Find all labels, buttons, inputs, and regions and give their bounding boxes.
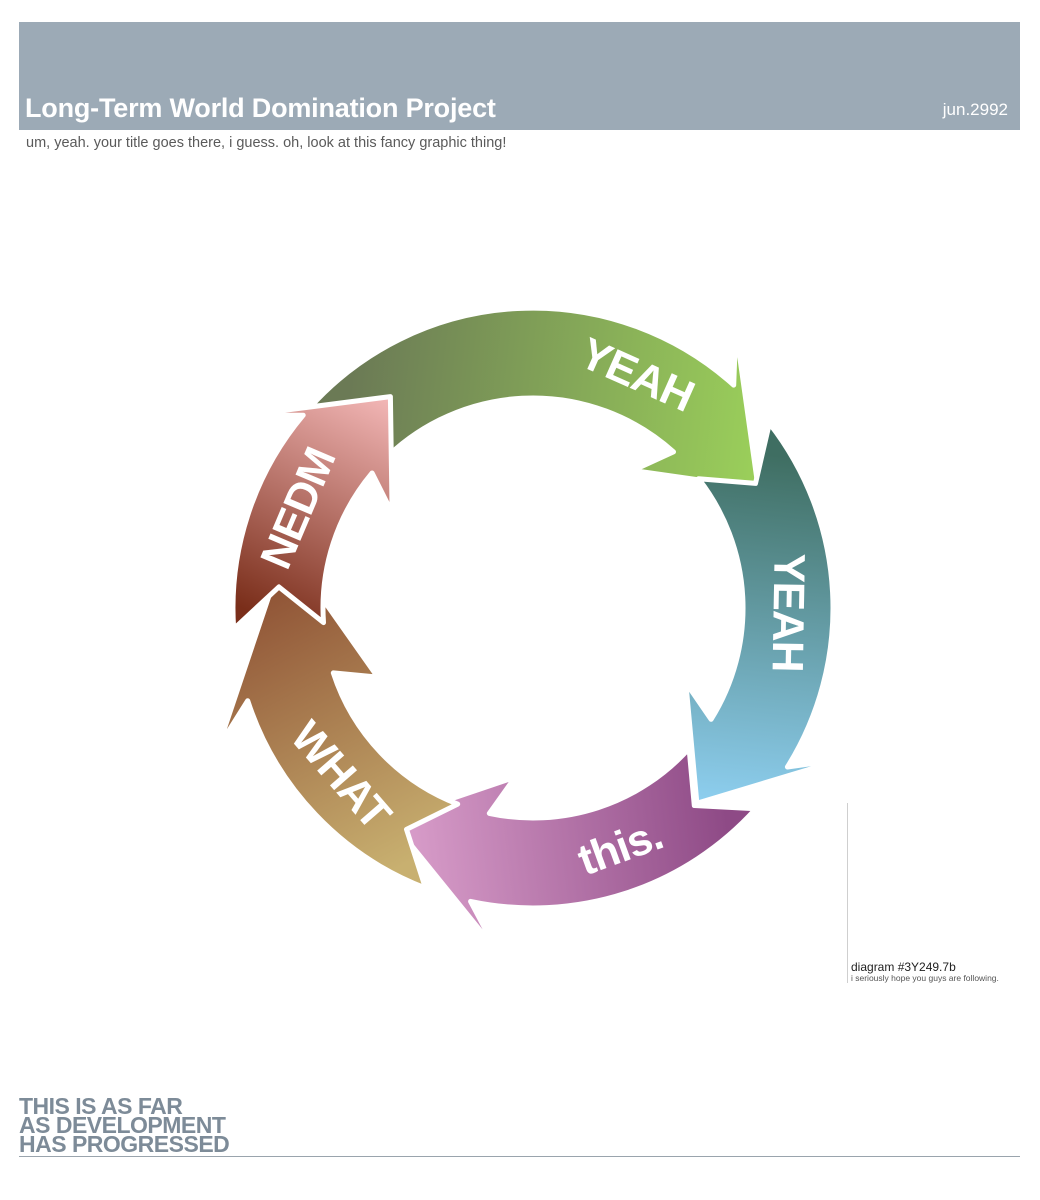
caption-divider xyxy=(847,803,848,983)
footer-status: THIS IS AS FAR AS DEVELOPMENT HAS PROGRE… xyxy=(19,1093,1020,1157)
diagram-caption: diagram #3Y249.7b xyxy=(851,960,956,974)
cycle-arrow-label-2: YEAH xyxy=(763,553,814,672)
cycle-arrow-3 xyxy=(387,746,759,954)
cycle-arrow-2 xyxy=(683,420,846,806)
header-date: jun.2992 xyxy=(942,100,1008,119)
footer-line-3: HAS PROGRESSED xyxy=(19,1131,230,1157)
cycle-arrow-4 xyxy=(215,543,461,891)
page-subtitle: um, yeah. your title goes there, i guess… xyxy=(26,135,507,151)
cycle-arrow-1 xyxy=(307,305,761,491)
footer-line-1: THIS IS AS FAR xyxy=(19,1093,183,1119)
diagram-caption-note: i seriously hope you guys are following. xyxy=(851,973,999,983)
header-banner: Long-Term World Domination Project jun.2… xyxy=(19,22,1020,130)
cycle-arrow-5 xyxy=(230,394,395,632)
page-title: Long-Term World Domination Project xyxy=(25,93,496,123)
footer-line-2: AS DEVELOPMENT xyxy=(19,1112,226,1138)
